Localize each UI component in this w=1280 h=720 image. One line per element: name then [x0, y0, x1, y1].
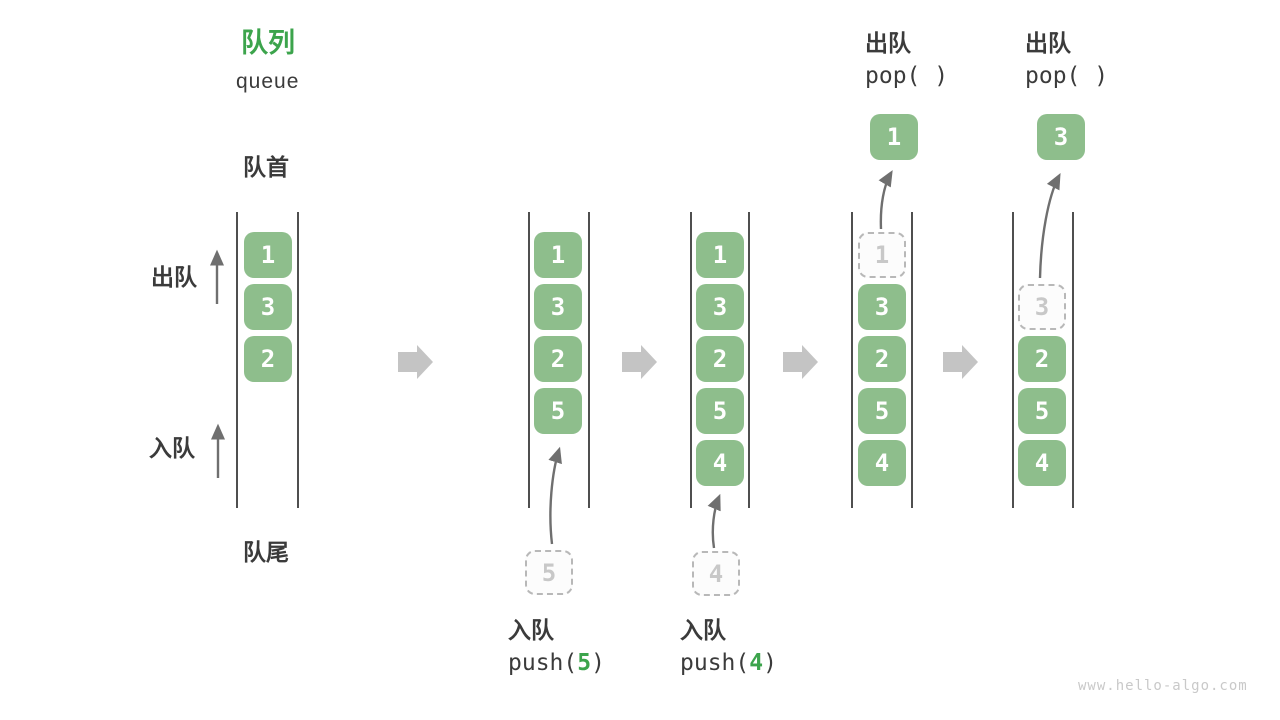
queue-cell: 5 — [696, 388, 744, 434]
queue-cell: 2 — [1018, 336, 1066, 382]
queue-rail — [297, 212, 299, 508]
push-arg: 4 — [749, 650, 764, 676]
queue-cell: 1 — [534, 232, 582, 278]
queue-cell: 1 — [244, 232, 292, 278]
queue-cell: 2 — [696, 336, 744, 382]
popped-cell: 1 — [870, 114, 918, 160]
popped-cell: 3 — [1037, 114, 1085, 160]
push-arrow-icon — [707, 493, 721, 549]
queue-rail — [236, 212, 238, 508]
queue-cell: 5 — [1018, 388, 1066, 434]
push-label-code: push(5) — [508, 652, 605, 675]
queue-cell: 2 — [858, 336, 906, 382]
queue-rail — [851, 212, 853, 508]
pop-label-code: pop( ) — [1025, 63, 1109, 89]
step-arrow-icon — [943, 345, 978, 379]
queue-cell: 3 — [244, 284, 292, 330]
push-label-zh: 入队 — [680, 617, 726, 643]
queue-cell: 3 — [858, 284, 906, 330]
push-arg: 5 — [577, 650, 592, 676]
push-operation-label: 入队 push(5) — [508, 619, 605, 675]
ghost-cell: 3 — [1018, 284, 1066, 330]
queue-cell: 4 — [858, 440, 906, 486]
queue-front-label: 队首 — [243, 154, 289, 180]
pop-operation-label: 出队 pop( ) — [865, 32, 948, 88]
push-fn: push( — [508, 650, 578, 676]
pop-label-zh: 出队 — [865, 30, 911, 56]
diagram-subtitle: queue — [236, 70, 300, 93]
pop-arrow-icon — [878, 170, 893, 230]
queue-rail — [690, 212, 692, 508]
pop-arrow-icon — [1038, 173, 1061, 279]
queue-cell: 3 — [534, 284, 582, 330]
ghost-cell: 1 — [858, 232, 906, 278]
queue-cell: 5 — [858, 388, 906, 434]
watermark: www.hello-algo.com — [1078, 678, 1248, 694]
queue-cell: 1 — [696, 232, 744, 278]
queue-cell: 4 — [696, 440, 744, 486]
ghost-cell: 4 — [692, 551, 740, 596]
push-operation-label: 入队 push(4) — [680, 619, 777, 675]
queue-rear-label: 队尾 — [243, 539, 289, 565]
enqueue-side-label: 入队 — [149, 435, 195, 461]
pop-operation-label: 出队 pop( ) — [1025, 32, 1108, 88]
queue-rail — [748, 212, 750, 508]
push-close: ) — [591, 650, 605, 676]
queue-rail — [528, 212, 530, 508]
step-arrow-icon — [783, 345, 818, 379]
queue-cell: 2 — [244, 336, 292, 382]
queue-rail — [911, 212, 913, 508]
push-arrow-icon — [548, 446, 562, 545]
push-label-code: push(4) — [680, 652, 777, 675]
queue-cell: 2 — [534, 336, 582, 382]
pop-label-code: pop( ) — [865, 63, 949, 89]
pop-label-zh: 出队 — [1025, 30, 1071, 56]
ghost-cell: 5 — [525, 550, 573, 595]
queue-rail — [588, 212, 590, 508]
diagram-title: 队列 — [241, 28, 295, 58]
queue-cell: 4 — [1018, 440, 1066, 486]
queue-cell: 3 — [696, 284, 744, 330]
push-fn: push( — [680, 650, 750, 676]
dequeue-side-label: 出队 — [151, 264, 197, 290]
queue-cell: 5 — [534, 388, 582, 434]
push-close: ) — [763, 650, 777, 676]
push-label-zh: 入队 — [508, 617, 554, 643]
queue-rail — [1012, 212, 1014, 508]
queue-rail — [1072, 212, 1074, 508]
step-arrow-icon — [398, 345, 433, 379]
step-arrow-icon — [622, 345, 657, 379]
